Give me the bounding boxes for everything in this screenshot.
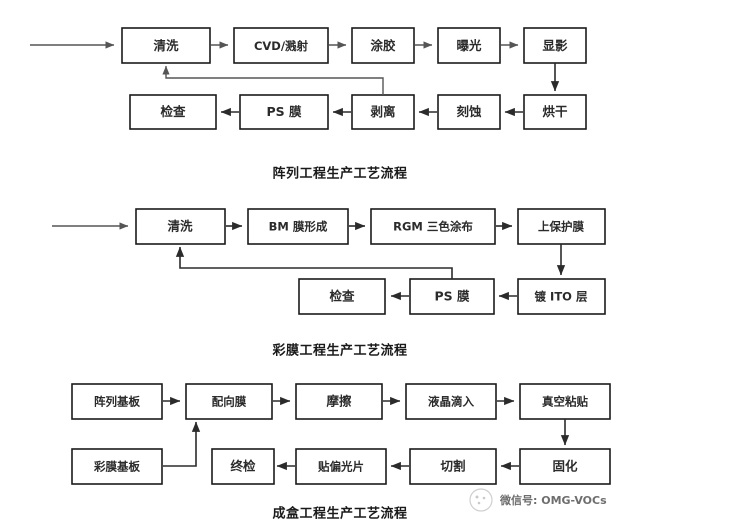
node-label: 切割	[440, 459, 465, 474]
chart-caption: 彩膜工程生产工艺流程	[271, 343, 407, 359]
node-label: 终检	[230, 459, 256, 474]
node-array-r2-1[interactable]: PS 膜	[239, 94, 329, 130]
node-cf-r1-1[interactable]: BM 膜形成	[247, 208, 349, 245]
node-label: 彩膜基板	[93, 460, 140, 474]
node-label: 涂胶	[370, 38, 396, 53]
node-label: 检查	[160, 104, 186, 119]
node-label: 镀 ITO 层	[535, 290, 588, 304]
node-ca-r1-3[interactable]: 液晶滴入	[405, 383, 497, 420]
node-cf-r1-2[interactable]: RGM 三色涂布	[370, 208, 496, 245]
node-label: 液晶滴入	[428, 395, 474, 409]
node-label: 显影	[542, 38, 568, 53]
node-cf-r2-2[interactable]: 镀 ITO 层	[517, 278, 606, 315]
node-array-r1-3[interactable]: 曝光	[437, 27, 501, 64]
node-label: 曝光	[456, 38, 482, 53]
node-label: 上保护膜	[538, 220, 584, 234]
node-label: 烘干	[542, 104, 568, 119]
node-array-r1-1[interactable]: CVD/溅射	[233, 27, 329, 64]
node-array-r2-3[interactable]: 刻蚀	[437, 94, 501, 130]
node-label: 阵列基板	[94, 395, 140, 409]
node-label: CVD/溅射	[254, 39, 309, 53]
node-ca-r1-1[interactable]: 配向膜	[185, 383, 273, 420]
node-label: 配向膜	[212, 395, 247, 409]
node-ca-r1-0[interactable]: 阵列基板	[71, 383, 163, 420]
feedback-loop-arrow	[162, 65, 384, 95]
node-label: PS 膜	[434, 289, 470, 304]
substrate-merge-arrow	[163, 421, 201, 467]
chart-array-process: 清洗 CVD/溅射 涂胶 曝光 显影 烘干	[30, 27, 587, 182]
node-array-r2-4[interactable]: 烘干	[523, 94, 587, 130]
node-array-r1-2[interactable]: 涂胶	[351, 27, 415, 64]
chart-caption: 成盒工程生产工艺流程	[272, 506, 407, 522]
node-label: 固化	[552, 459, 578, 474]
node-ca-r1-2[interactable]: 摩擦	[295, 383, 383, 420]
node-label: 清洗	[153, 38, 179, 53]
node-label: BM 膜形成	[269, 220, 328, 234]
chart-color-filter-process: 清洗 BM 膜形成 RGM 三色涂布 上保护膜 镀 ITO 层 PS 膜	[52, 208, 606, 359]
node-cf-r2-0[interactable]: 检查	[298, 278, 386, 315]
node-label: 剥离	[370, 104, 395, 119]
node-label: 刻蚀	[456, 104, 482, 119]
node-label: RGM 三色涂布	[393, 220, 473, 234]
watermark-label: 微信号: OMG-VOCs	[499, 493, 607, 507]
node-label: 清洗	[167, 219, 193, 234]
node-label: 检查	[329, 289, 355, 304]
node-ca-r1-4[interactable]: 真空粘贴	[519, 383, 611, 420]
node-label: PS 膜	[266, 104, 302, 119]
node-ca-r2-1[interactable]: 终检	[211, 448, 275, 485]
node-ca-r2-0[interactable]: 彩膜基板	[71, 448, 163, 485]
node-label: 贴偏光片	[317, 460, 364, 474]
node-array-r2-2[interactable]: 剥离	[351, 94, 415, 130]
watermark: 微信号: OMG-VOCs	[469, 488, 607, 512]
chart-cell-assembly-process: 阵列基板 配向膜 摩擦 液晶滴入 真空粘贴 固化	[71, 383, 611, 522]
node-array-r2-0[interactable]: 检查	[129, 94, 217, 130]
node-array-r1-0[interactable]: 清洗	[121, 27, 211, 64]
node-label: 真空粘贴	[542, 395, 588, 409]
chart-caption: 阵列工程生产工艺流程	[272, 166, 407, 182]
node-cf-r1-3[interactable]: 上保护膜	[517, 208, 606, 245]
node-ca-r2-4[interactable]: 固化	[519, 448, 611, 485]
node-ca-r2-2[interactable]: 贴偏光片	[295, 448, 387, 485]
node-array-r1-4[interactable]: 显影	[523, 27, 587, 64]
node-cf-r2-1[interactable]: PS 膜	[409, 278, 495, 315]
feedback-loop-arrow	[175, 246, 453, 279]
node-cf-r1-0[interactable]: 清洗	[135, 208, 226, 245]
node-label: 摩擦	[326, 394, 352, 409]
node-ca-r2-3[interactable]: 切割	[409, 448, 497, 485]
